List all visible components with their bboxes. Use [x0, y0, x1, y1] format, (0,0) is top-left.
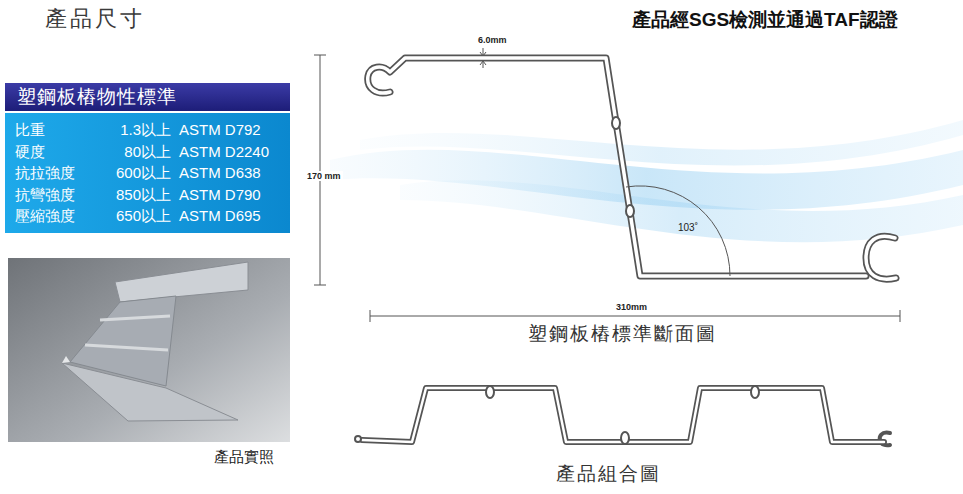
- dimension-lines-part: [370, 310, 371, 322]
- table-header: 塑鋼板樁物性標準: [5, 83, 290, 111]
- property-value: 850以上: [99, 184, 171, 206]
- blue-swoosh-part: [360, 120, 963, 166]
- property-value: 80以上: [99, 141, 171, 163]
- property-value: 650以上: [99, 205, 171, 227]
- photo: [8, 258, 290, 442]
- section-caption: 塑鋼板樁標準斷面圖: [528, 323, 717, 345]
- photo-part: [62, 356, 70, 363]
- section-profile-part: [368, 58, 866, 276]
- dimension-lines-part: [480, 52, 486, 56]
- section-profile: [368, 58, 896, 279]
- property-value: 600以上: [99, 162, 171, 184]
- property-name: 比重: [15, 119, 99, 141]
- property-value: 1.3以上: [99, 119, 171, 141]
- combination-profile-part: [355, 436, 361, 442]
- dimension-lines-part: [483, 62, 484, 68]
- section-profile-part: [626, 205, 634, 217]
- photo-part: [85, 345, 168, 350]
- dimension-lines-part: [480, 61, 486, 65]
- dimension-lines-part: [626, 186, 730, 276]
- test-standard: ASTM D2240: [171, 141, 280, 163]
- test-standard: ASTM D695: [171, 205, 280, 227]
- width-dimension: 310mm: [614, 302, 649, 312]
- test-standard: ASTM D790: [171, 184, 280, 206]
- photo-part: [8, 258, 290, 442]
- page-title: 產品尺寸: [45, 6, 145, 31]
- property-name: 硬度: [15, 141, 99, 163]
- dimension-lines-part: [320, 55, 321, 285]
- dimension-lines-part: [370, 316, 900, 317]
- photo-part: [115, 262, 248, 302]
- property-name: 抗彎強度: [15, 184, 99, 206]
- thickness-dimension: 6.0mm: [478, 35, 507, 45]
- photo-part: [62, 363, 238, 421]
- dimension-lines-part: [314, 285, 326, 286]
- combination-profile-part: [621, 432, 629, 444]
- dimension-lines-part: [900, 310, 901, 322]
- dimension-lines: [314, 48, 900, 322]
- certification-note: 產品經SGS檢測並通過TAF認證: [632, 9, 898, 31]
- section-profile-part: [612, 117, 620, 129]
- property-name: 壓縮強度: [15, 205, 99, 227]
- blue-swoosh-part: [400, 180, 963, 242]
- combination-profile-part: [751, 386, 759, 398]
- property-table: 比重1.3以上ASTM D792 硬度80以上ASTM D2240 抗拉強度600以…: [5, 113, 290, 233]
- height-dimension: 170 mm: [305, 171, 343, 181]
- combination-profile-part: [486, 386, 494, 398]
- test-standard: ASTM D638: [171, 162, 280, 184]
- table-title: 塑鋼板樁物性標準: [17, 83, 278, 111]
- dimension-lines-part: [483, 48, 484, 55]
- section-profile-part: [368, 58, 866, 276]
- photo-caption: 產品實照: [214, 448, 274, 465]
- photo-part: [100, 316, 170, 320]
- combination-profile-part: [880, 433, 890, 446]
- test-standard: ASTM D792: [171, 119, 280, 141]
- assembly-caption: 產品組合圖: [556, 463, 661, 485]
- dimension-lines-part: [314, 55, 326, 56]
- property-name: 抗拉強度: [15, 162, 99, 184]
- combination-profile: [355, 386, 890, 445]
- angle-dimension: 103˚: [678, 222, 698, 234]
- blue-swoosh: [330, 120, 963, 242]
- section-profile-part: [866, 236, 896, 279]
- section-profile-part: [866, 236, 896, 279]
